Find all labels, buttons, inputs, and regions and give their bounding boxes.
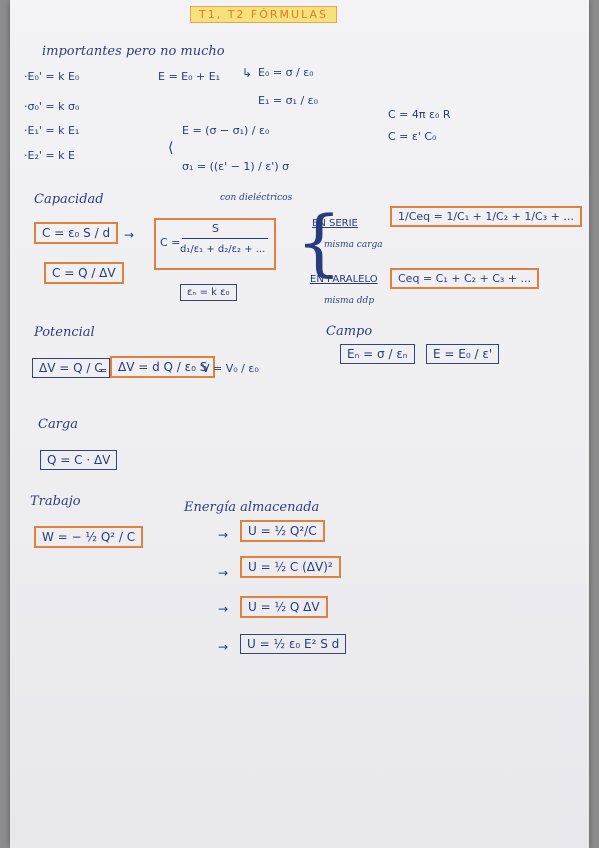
fraction-bar — [182, 238, 268, 239]
importantes-item-2: ·σ₀' = k σ₀ — [24, 100, 80, 113]
capacidad-note: con dieléctricos — [220, 193, 293, 203]
section-campo-heading: Campo — [326, 324, 373, 339]
campo-formula-1: Eₙ = σ / εₙ — [340, 344, 415, 364]
section-carga-heading: Carga — [38, 417, 78, 432]
energia-arrow-3: → — [218, 602, 229, 616]
energia-formula-4: U = ½ ε₀ E² S d — [240, 634, 347, 654]
importantes-center-formula: E = E₀ + E₁ — [158, 70, 221, 83]
paralelo-formula: Ceq = C₁ + C₂ + C₃ + ... — [390, 268, 540, 289]
energia-arrow-4: → — [218, 640, 229, 654]
importantes-right-1: C = 4π ε₀ R — [388, 108, 451, 121]
potencial-formula-3: V = V₀ / ε₀ — [202, 362, 259, 375]
section-trabajo-heading: Trabajo — [30, 494, 81, 509]
energia-arrow-2: → — [218, 566, 229, 580]
importantes-item-1: ·E₀' = k E₀ — [24, 70, 80, 83]
energia-formula-3: U = ½ Q ΔV — [240, 596, 328, 618]
importantes-left-bottom: σ₁ = ((ε' − 1) / ε') σ — [182, 160, 290, 173]
energia-arrow-1: → — [218, 528, 229, 542]
branch-arrow-icon: ↳ — [242, 66, 253, 80]
page-title: T1, T2 FÓRMULAS — [190, 6, 337, 23]
trabajo-formula: W = − ½ Q² / C — [34, 526, 144, 548]
potencial-formula-2: ΔV = d Q / ε₀ S — [110, 356, 216, 378]
potencial-equals: = — [98, 364, 108, 377]
section-potencial-heading: Potencial — [34, 325, 95, 340]
notebook-sheet: T1, T2 FÓRMULAS importantes pero no much… — [10, 0, 589, 848]
paralelo-label: EN PARALELO — [310, 274, 378, 285]
serie-label: EN SERIE — [312, 218, 358, 229]
campo-formula-2: E = E₀ / ε' — [426, 344, 500, 364]
capacidad-formula-2-box: C = S d₁/ε₁ + d₂/ε₂ + ... — [154, 218, 276, 270]
serie-note: misma carga — [324, 240, 383, 250]
capacidad-arrow: → — [124, 228, 135, 242]
section-capacidad-heading: Capacidad — [34, 192, 104, 207]
capacidad-formula-2-top: S — [212, 222, 219, 235]
carga-formula: Q = C · ΔV — [40, 450, 118, 470]
importantes-branch-top: E₀ = σ / ε₀ — [258, 66, 314, 79]
capacidad-formula-1: C = ε₀ S / d — [34, 222, 119, 244]
section-energia-heading: Energía almacenada — [184, 500, 320, 515]
paralelo-note: misma ddp — [324, 296, 375, 306]
importantes-branch-bottom: E₁ = σ₁ / ε₀ — [258, 94, 319, 107]
importantes-item-3: ·E₁' = k E₁ — [24, 124, 80, 137]
importantes-right-2: C = ε' C₀ — [388, 130, 437, 143]
importantes-item-4: ·E₂' = k E — [24, 149, 75, 162]
capacidad-formula-2-prefix: C = — [160, 236, 181, 249]
capacidad-formula-3: C = Q / ΔV — [44, 262, 124, 284]
capacidad-formula-2-bottom: d₁/ε₁ + d₂/ε₂ + ... — [180, 244, 266, 255]
section-importantes-heading: importantes pero no mucho — [42, 44, 225, 59]
potencial-formula-1: ΔV = Q / C — [32, 358, 110, 378]
bracket-left-icon: ⟨ — [168, 140, 174, 156]
capacidad-em-box: εₙ = k ε₀ — [180, 284, 237, 301]
energia-formula-2: U = ½ C (ΔV)² — [240, 556, 341, 578]
importantes-left-top: E = (σ − σ₁) / ε₀ — [182, 124, 270, 137]
brace-left: { — [296, 200, 342, 284]
energia-formula-1: U = ½ Q²/C — [240, 520, 325, 542]
serie-formula: 1/Ceq = 1/C₁ + 1/C₂ + 1/C₃ + ... — [390, 206, 582, 227]
